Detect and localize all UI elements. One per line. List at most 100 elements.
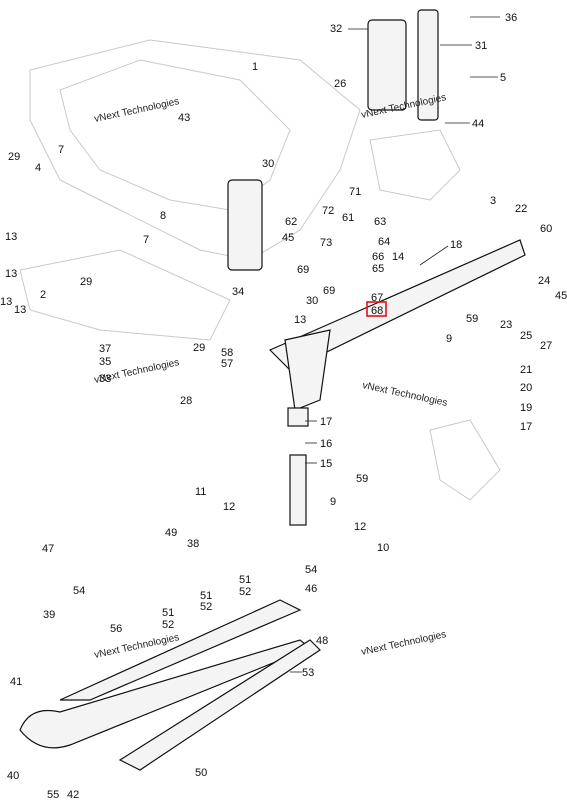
callout-61: 61 bbox=[342, 212, 354, 224]
callout-16: 16 bbox=[320, 438, 332, 450]
callout-11: 11 bbox=[195, 486, 206, 498]
callout-29c: 29 bbox=[193, 342, 205, 354]
callout-26: 26 bbox=[334, 78, 346, 90]
callout-68: 68 bbox=[371, 305, 383, 317]
callout-22: 22 bbox=[515, 203, 527, 215]
callout-54a: 54 bbox=[305, 564, 317, 576]
callout-33: 33 bbox=[99, 373, 111, 385]
leader-lines bbox=[290, 16, 500, 673]
callout-49: 49 bbox=[165, 527, 177, 539]
chassis-ghost-outline bbox=[19, 39, 501, 501]
callout-41: 41 bbox=[10, 676, 22, 688]
callout-15: 15 bbox=[320, 458, 332, 470]
callout-29b: 29 bbox=[80, 276, 92, 288]
callout-1: 1 bbox=[252, 61, 258, 73]
callout-30b: 30 bbox=[306, 295, 318, 307]
callout-71: 71 bbox=[349, 186, 361, 198]
callout-9b: 9 bbox=[330, 496, 336, 508]
callout-18: 18 bbox=[450, 239, 462, 251]
callout-21: 21 bbox=[520, 364, 532, 376]
callout-54b: 54 bbox=[73, 585, 85, 597]
front-shock bbox=[227, 179, 263, 271]
callout-4: 4 bbox=[35, 162, 41, 174]
callout-5: 5 bbox=[500, 72, 506, 84]
callout-58: 58 bbox=[221, 347, 233, 359]
callout-69a: 69 bbox=[297, 264, 309, 276]
callout-39: 39 bbox=[43, 609, 55, 621]
callout-59b: 59 bbox=[356, 473, 368, 485]
callout-53: 53 bbox=[302, 667, 314, 679]
callout-35: 35 bbox=[99, 356, 111, 368]
callout-13b: 13 bbox=[5, 268, 17, 280]
callout-12a: 12 bbox=[223, 501, 235, 513]
callout-38: 38 bbox=[187, 538, 199, 550]
callout-17a: 17 bbox=[320, 416, 332, 428]
callout-10: 10 bbox=[377, 542, 389, 554]
callout-3: 3 bbox=[490, 195, 496, 207]
callout-72: 72 bbox=[322, 205, 334, 217]
callout-62: 62 bbox=[285, 216, 297, 228]
callout-46: 46 bbox=[305, 583, 317, 595]
callout-13d: 13 bbox=[14, 304, 26, 316]
callout-43: 43 bbox=[178, 112, 190, 124]
callout-51b: 51 bbox=[200, 590, 212, 602]
callout-69b: 69 bbox=[323, 285, 335, 297]
callout-73: 73 bbox=[320, 237, 332, 249]
callout-13e: 13 bbox=[294, 314, 306, 326]
callout-17b: 17 bbox=[520, 421, 532, 433]
callout-52a: 52 bbox=[239, 586, 251, 598]
callout-47: 47 bbox=[42, 543, 54, 555]
callout-7b: 7 bbox=[143, 234, 149, 246]
ski-left bbox=[19, 599, 312, 749]
callout-13a: 13 bbox=[5, 231, 17, 243]
callout-9a: 9 bbox=[446, 333, 452, 345]
callout-50: 50 bbox=[195, 767, 207, 779]
callout-51c: 51 bbox=[162, 607, 174, 619]
callout-56: 56 bbox=[110, 623, 122, 635]
callout-64: 64 bbox=[378, 236, 390, 248]
callout-63: 63 bbox=[374, 216, 386, 228]
callout-52c: 52 bbox=[162, 619, 174, 631]
callout-20: 20 bbox=[520, 382, 532, 394]
callout-24: 24 bbox=[538, 275, 550, 287]
callout-57: 57 bbox=[221, 358, 233, 370]
callout-29a: 29 bbox=[8, 151, 20, 163]
callouts: 1 26 43 32 36 31 5 44 29 4 7 30 71 8 72 … bbox=[0, 12, 567, 800]
callout-14: 14 bbox=[392, 251, 404, 263]
callout-28: 28 bbox=[180, 395, 192, 407]
watermark-4: vNext Technologies bbox=[361, 380, 448, 409]
callout-48: 48 bbox=[316, 635, 328, 647]
callout-37: 37 bbox=[99, 343, 111, 355]
a-arm bbox=[268, 239, 526, 411]
callout-36: 36 bbox=[505, 12, 517, 24]
callout-34: 34 bbox=[232, 286, 244, 298]
callout-31: 31 bbox=[475, 40, 487, 52]
callout-32: 32 bbox=[330, 23, 342, 35]
callout-2: 2 bbox=[40, 289, 46, 301]
callout-19: 19 bbox=[520, 402, 532, 414]
callout-66: 66 bbox=[372, 251, 384, 263]
watermark-1: vNext Technologies bbox=[93, 96, 180, 125]
callout-25: 25 bbox=[520, 330, 532, 342]
callout-30a: 30 bbox=[262, 158, 274, 170]
callout-13c: 13 bbox=[0, 296, 12, 308]
callout-45b: 45 bbox=[555, 290, 567, 302]
callout-65: 65 bbox=[372, 263, 384, 275]
callout-60: 60 bbox=[540, 223, 552, 235]
callout-23: 23 bbox=[500, 319, 512, 331]
spindle bbox=[287, 407, 309, 526]
callout-55: 55 bbox=[47, 789, 59, 800]
shock-spring bbox=[367, 9, 439, 121]
callout-7a: 7 bbox=[58, 144, 64, 156]
watermark-6: vNext Technologies bbox=[360, 629, 447, 658]
highlight-box-68 bbox=[366, 301, 387, 317]
callout-67: 67 bbox=[371, 292, 383, 304]
callout-27: 27 bbox=[540, 340, 552, 352]
callout-52b: 52 bbox=[200, 601, 212, 613]
callout-40: 40 bbox=[7, 770, 19, 782]
callout-59a: 59 bbox=[466, 313, 478, 325]
ski-right bbox=[118, 639, 321, 771]
callout-45a: 45 bbox=[282, 232, 294, 244]
callout-8: 8 bbox=[160, 210, 166, 222]
